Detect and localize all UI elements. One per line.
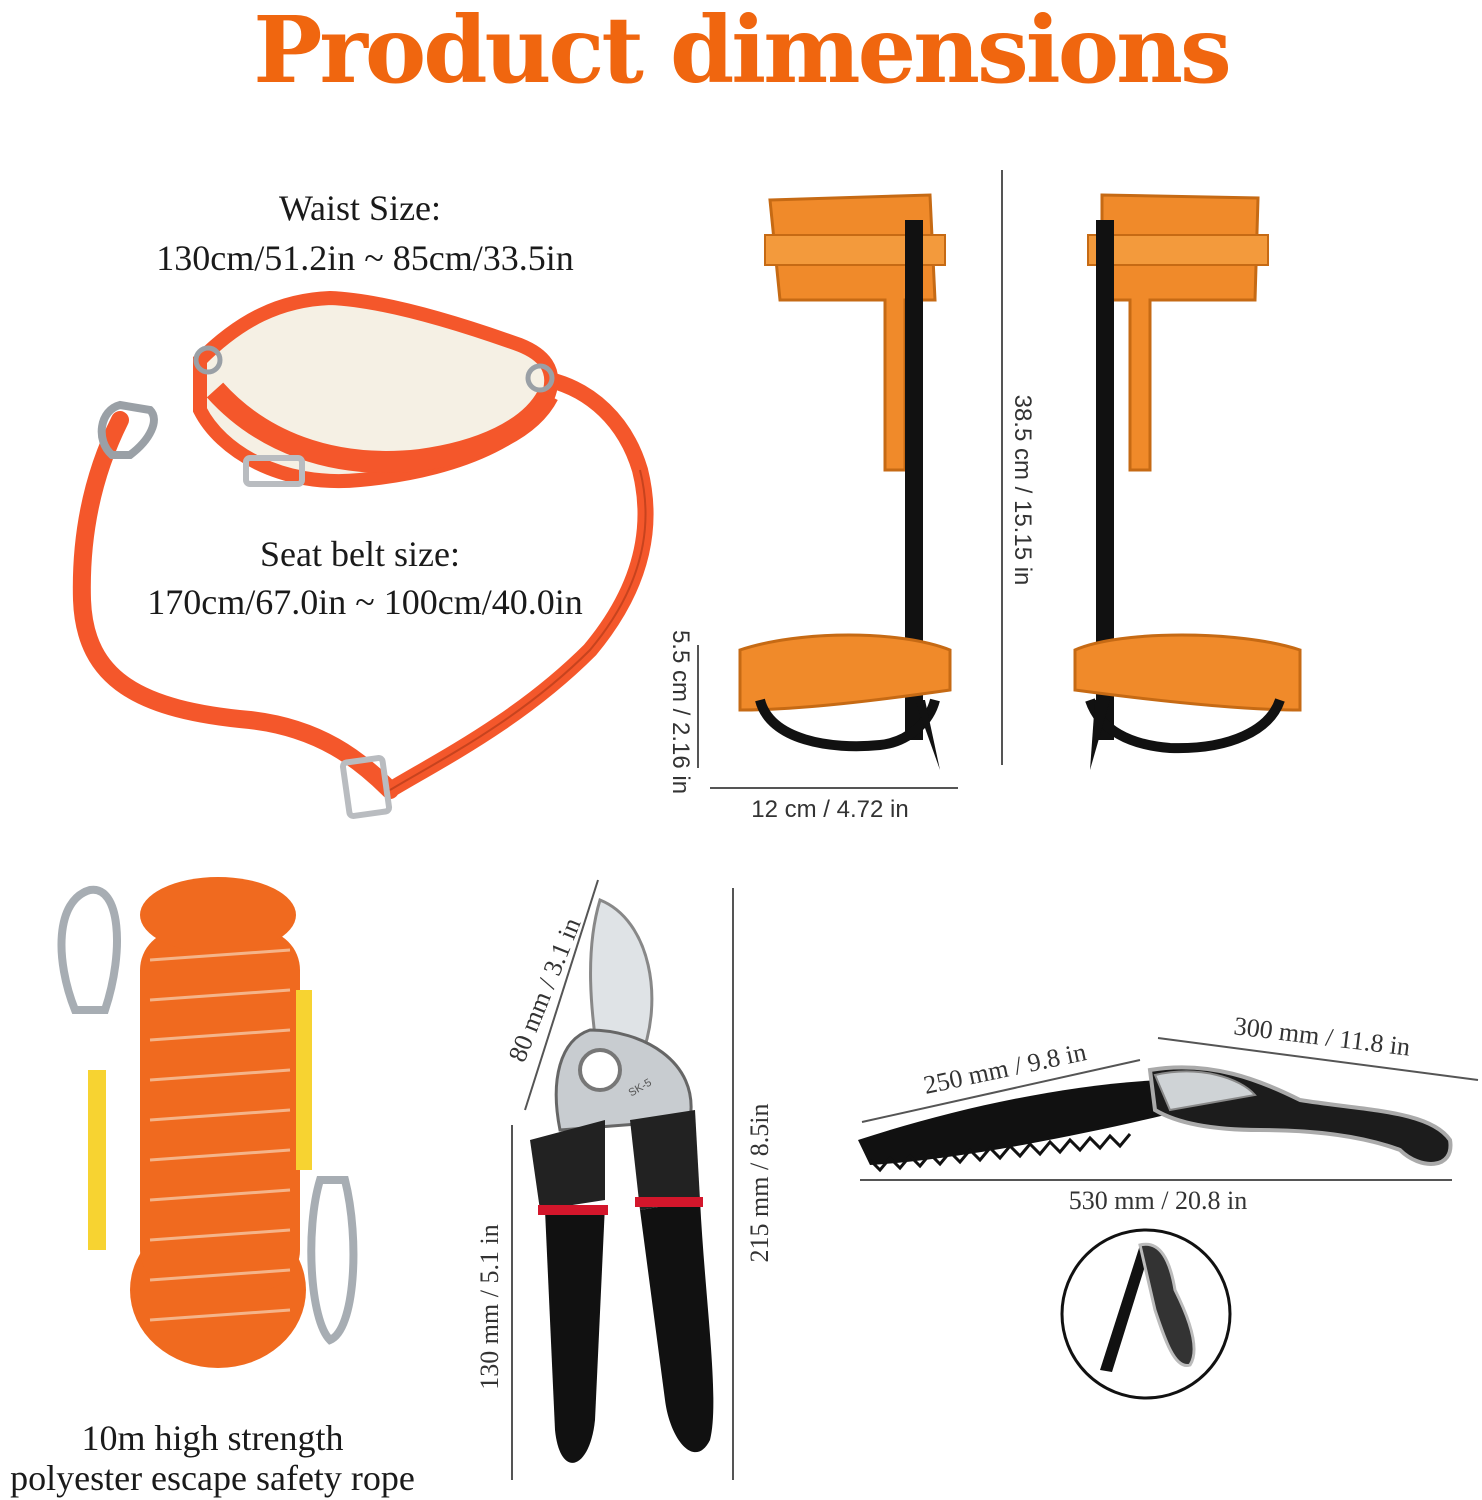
carabiner-icon: [97, 400, 158, 459]
climbing-spikes-image: [697, 170, 1302, 789]
waist-size-value: 130cm/51.2in ~ 85cm/33.5in: [156, 238, 574, 278]
saw-total-dimension: 530 mm / 20.8 in: [1068, 1186, 1248, 1215]
safety-belt-image: [72, 290, 654, 820]
waist-size-title: Waist Size:: [278, 188, 442, 228]
pruner-total-dimension: 215 mm / 8.5in: [745, 1103, 774, 1263]
buckle-icon: [243, 455, 393, 820]
spike-foot-height-dimension: 5.5 cm / 2.16 in: [667, 629, 694, 795]
folding-saw-image: [858, 1037, 1479, 1400]
seat-belt-size-title: Seat belt size:: [260, 534, 460, 574]
page-title: Product dimensions: [253, 0, 1232, 104]
rope-caption-line1: 10m high strength: [81, 1418, 344, 1458]
spike-height-dimension: 38.5 cm / 15.15 in: [1009, 394, 1036, 586]
rope-image: [57, 877, 358, 1368]
folded-saw-icon: [1060, 1228, 1232, 1400]
spike-width-dimension: 12 cm / 4.72 in: [751, 796, 909, 823]
pruner-handle-dimension: 130 mm / 5.1 in: [475, 1224, 504, 1390]
seat-belt-size-value: 170cm/67.0in ~ 100cm/40.0in: [147, 582, 583, 622]
pruning-shears-image: [511, 879, 734, 1480]
rope-caption-line2: polyester escape safety rope: [10, 1458, 415, 1498]
carabiner-icon: [57, 885, 358, 1345]
